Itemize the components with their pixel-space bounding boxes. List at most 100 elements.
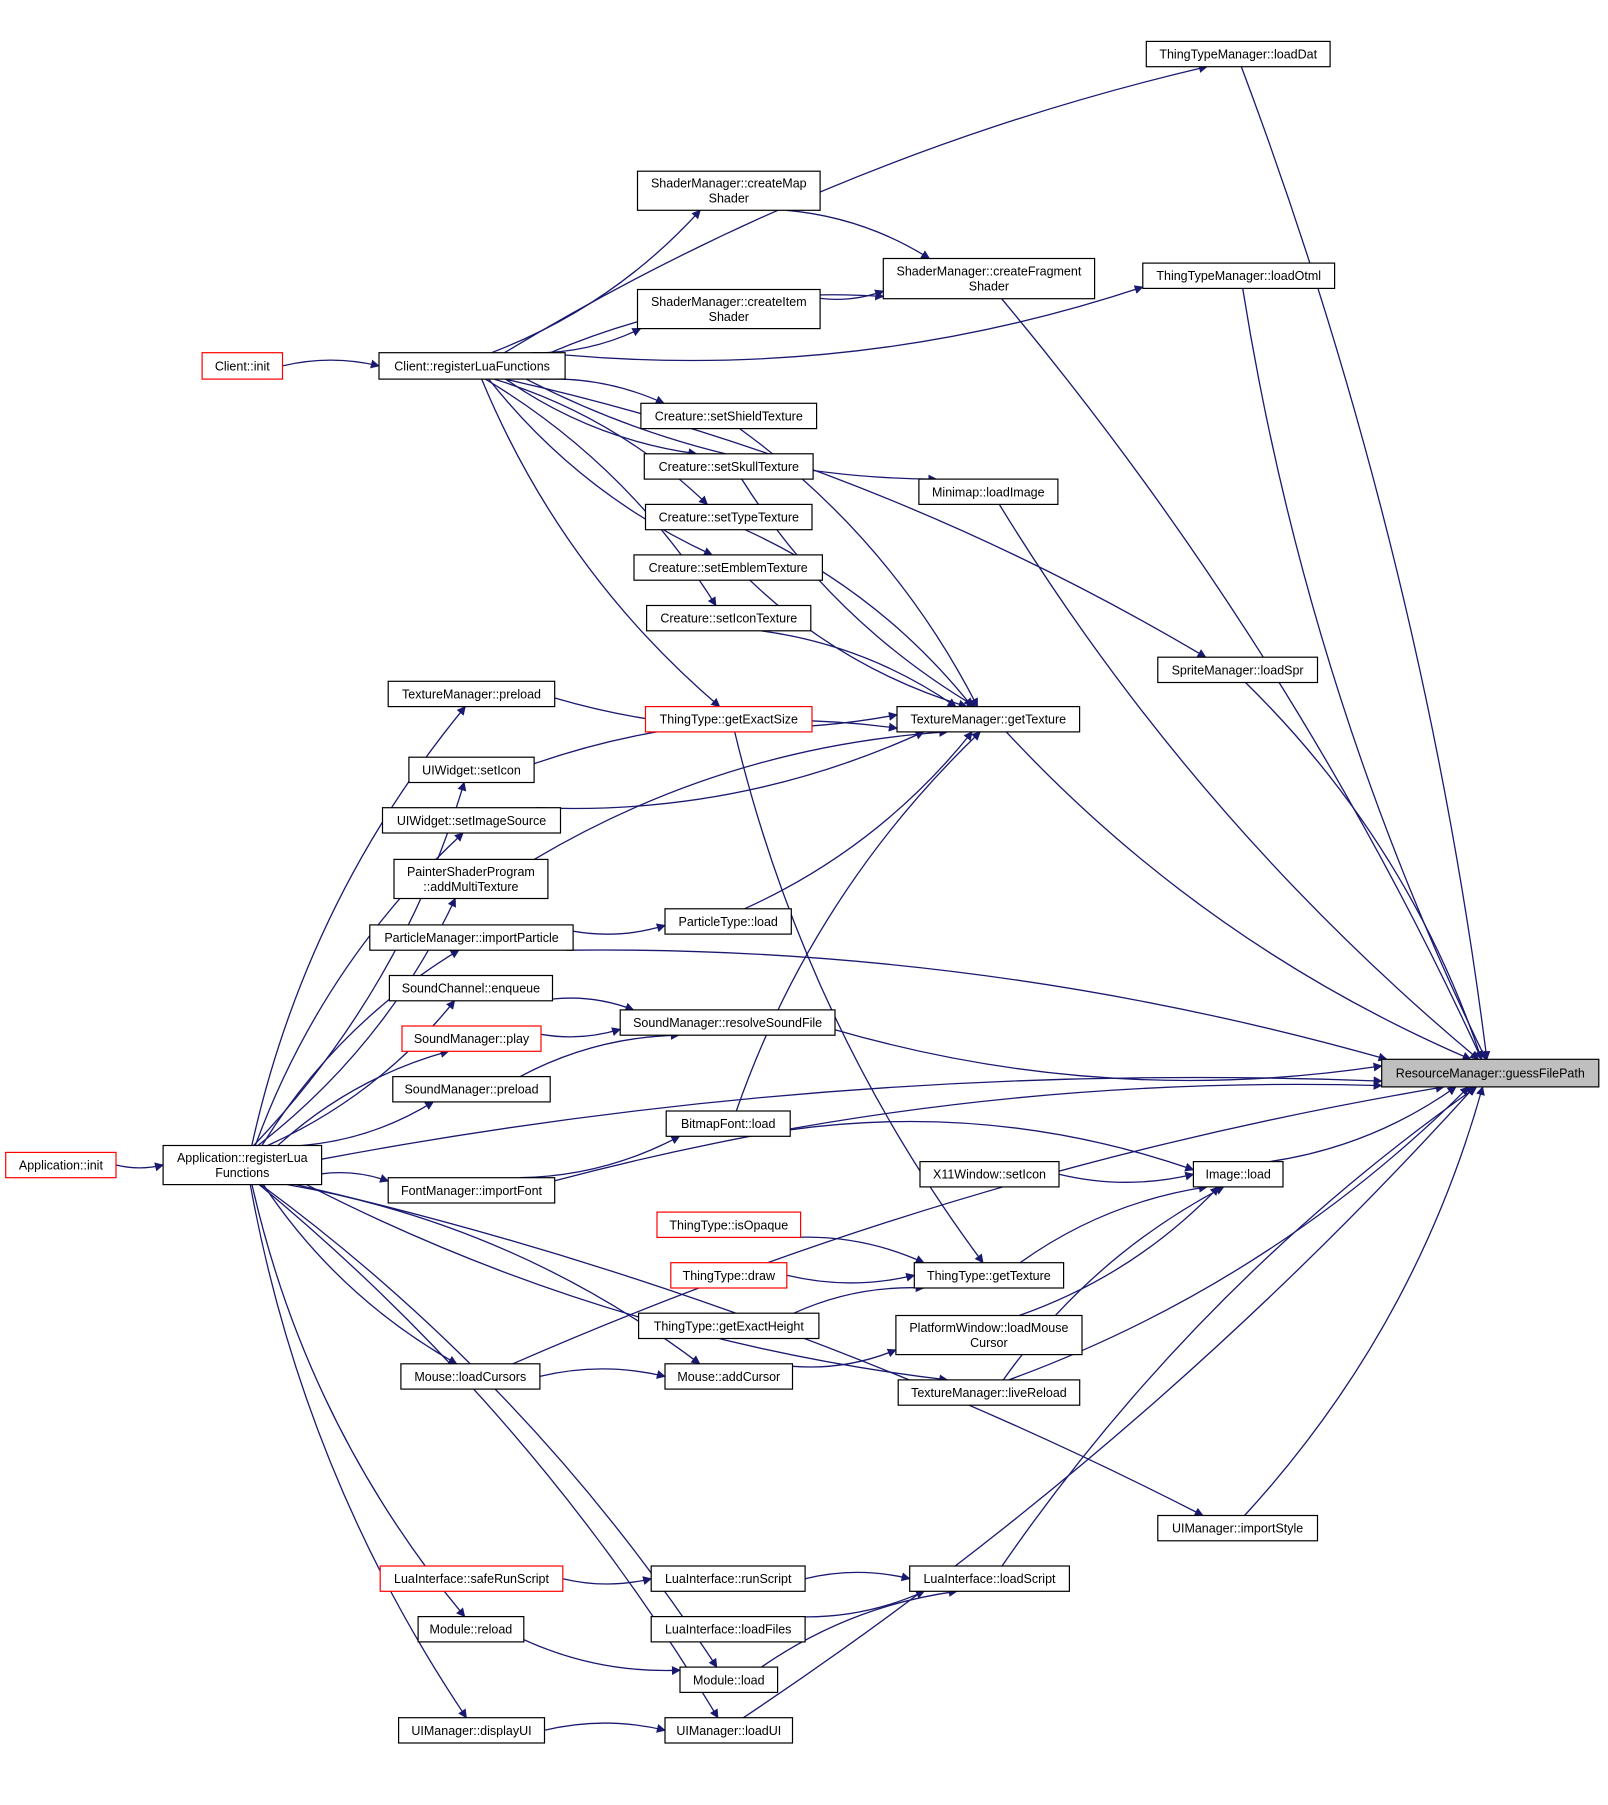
node-importFont[interactable]: FontManager::importFont (387, 1177, 556, 1204)
edge-appReg-to-loadCursors (262, 1184, 458, 1365)
node-label: SoundManager::resolveSoundFile (633, 1016, 822, 1030)
edge-emblem-to-getTexture (749, 579, 968, 709)
edge-line (1058, 1171, 1195, 1183)
node-label: ThingType::isOpaque (669, 1218, 788, 1232)
node-draw[interactable]: ThingType::draw (670, 1262, 788, 1289)
node-exactSize[interactable]: ThingType::getExactSize (644, 705, 813, 733)
node-box (381, 807, 562, 834)
node-label: Application::init (19, 1159, 104, 1173)
edge-appReg-to-addCursor (287, 1183, 701, 1365)
edge-line (735, 731, 981, 1112)
node-shield[interactable]: Creature::setShieldTexture (640, 402, 818, 430)
edge-regLua-to-loadDat (504, 64, 1208, 354)
node-setIcon[interactable]: UIWidget::setIcon (408, 756, 535, 784)
node-skull[interactable]: Creature::setSkullTexture (643, 453, 814, 480)
node-box (664, 908, 792, 935)
node-label: ThingType::getExactSize (660, 713, 798, 727)
edge-line (1240, 66, 1491, 1061)
node-minimap[interactable]: Minimap::loadImage (918, 478, 1059, 506)
edge-line (1242, 288, 1487, 1061)
node-iconTex[interactable]: Creature::setIconTexture (645, 604, 812, 632)
node-loadDat[interactable]: ThingTypeManager::loadDat (1145, 40, 1331, 68)
edge-minimap-to-guess (998, 504, 1480, 1060)
node-label: PlatformWindow::loadMouse (909, 1321, 1068, 1335)
edge-addCursor-to-pwCursor (792, 1348, 897, 1368)
node-opaque[interactable]: ThingType::isOpaque (656, 1211, 802, 1238)
node-appInit[interactable]: Application::init (5, 1151, 117, 1179)
node-modReload[interactable]: Module::reload (417, 1615, 525, 1643)
node-label: LuaInterface::loadScript (923, 1572, 1056, 1586)
node-ttGetTex[interactable]: ThingType::getTexture (913, 1262, 1065, 1289)
node-label: LuaInterface::runScript (665, 1572, 792, 1586)
node-label: Cursor (970, 1336, 1008, 1350)
edge-line (804, 1571, 911, 1582)
node-box (637, 1312, 820, 1340)
edge-play-to-resolve (540, 1027, 622, 1038)
node-label: Module::load (693, 1673, 765, 1687)
edge-pwCursor-to-imgLoad (1018, 1186, 1220, 1317)
node-enqueue[interactable]: SoundChannel::enqueue (388, 974, 554, 1002)
node-loadOtml[interactable]: ThingTypeManager::loadOtml (1142, 262, 1336, 290)
edge-line (520, 1135, 681, 1179)
edge-line (115, 1162, 164, 1172)
node-label: PainterShaderProgram (407, 865, 535, 879)
edge-resolve-to-guess (834, 1029, 1383, 1082)
node-safeRun[interactable]: LuaInterface::safeRunScript (379, 1565, 564, 1592)
node-resolve[interactable]: SoundManager::resolveSoundFile (619, 1009, 836, 1036)
edge-loadCursors-to-addCursor (539, 1368, 666, 1379)
node-modLoad[interactable]: Module::load (679, 1666, 779, 1693)
node-regLua[interactable]: Client::registerLuaFunctions (378, 352, 566, 380)
node-label: Functions (215, 1166, 269, 1180)
edge-displayUI-to-loadUI (544, 1722, 666, 1733)
node-loadFiles[interactable]: LuaInterface::loadFiles (650, 1615, 806, 1643)
node-box (393, 858, 549, 900)
node-label: ThingTypeManager::loadDat (1159, 48, 1317, 62)
edge-appReg-to-setIcon (253, 781, 467, 1146)
node-box (656, 1211, 802, 1238)
node-x11[interactable]: X11Window::setIcon (919, 1160, 1060, 1188)
node-painter[interactable]: PainterShaderProgram::addMultiTexture (393, 858, 549, 900)
edge-imgLoad-to-guess (1269, 1086, 1457, 1163)
node-tmPreload[interactable]: TextureManager::preload (387, 680, 556, 708)
edge-regLua-to-loadSpr (505, 378, 1207, 658)
node-play[interactable]: SoundManager::play (401, 1025, 542, 1052)
node-importStyle[interactable]: UIManager::importStyle (1157, 1514, 1319, 1542)
node-imgLoad[interactable]: Image::load (1192, 1160, 1284, 1188)
node-typeTex[interactable]: Creature::setTypeTexture (644, 503, 813, 531)
node-box (417, 1615, 525, 1643)
node-loadScript[interactable]: LuaInterface::loadScript (909, 1565, 1071, 1592)
node-box (1142, 262, 1336, 290)
node-displayUI[interactable]: UIManager::displayUI (398, 1717, 546, 1744)
node-runScript[interactable]: LuaInterface::runScript (650, 1565, 806, 1592)
node-box (1145, 40, 1331, 68)
node-getTexture[interactable]: TextureManager::getTexture (896, 705, 1081, 733)
node-box (201, 352, 284, 380)
edge-appReg-to-importFont (321, 1172, 390, 1183)
edge-importStyle-to-guess (1244, 1086, 1485, 1516)
node-particle[interactable]: ParticleManager::importParticle (369, 924, 574, 951)
edge-line (790, 1120, 1195, 1172)
edge-line (793, 1236, 925, 1264)
node-ptLoad[interactable]: ParticleType::load (664, 908, 792, 935)
node-label: Module::reload (430, 1623, 513, 1637)
node-loadUI[interactable]: UIManager::loadUI (664, 1717, 794, 1744)
node-setImgSrc[interactable]: UIWidget::setImageSource (381, 807, 562, 834)
node-emblem[interactable]: Creature::setEmblemTexture (633, 554, 823, 581)
node-addCursor[interactable]: Mouse::addCursor (664, 1363, 794, 1390)
node-exactH[interactable]: ThingType::getExactHeight (637, 1312, 820, 1340)
node-clientInit[interactable]: Client::init (201, 352, 284, 380)
node-label: UIManager::loadUI (676, 1724, 781, 1738)
node-bitmap[interactable]: BitmapFont::load (665, 1110, 791, 1137)
edge-line (512, 1083, 1445, 1365)
node-guess[interactable]: ResourceManager::guessFilePath (1381, 1058, 1600, 1088)
node-smPreload[interactable]: SoundManager::preload (392, 1075, 551, 1103)
node-appReg[interactable]: Application::registerLuaFunctions (162, 1144, 323, 1186)
node-loadCursors[interactable]: Mouse::loadCursors (400, 1363, 541, 1390)
node-liveReload[interactable]: TextureManager::liveReload (897, 1379, 1081, 1406)
node-loadSpr[interactable]: SpriteManager::loadSpr (1157, 656, 1319, 684)
node-box (895, 1314, 1083, 1356)
